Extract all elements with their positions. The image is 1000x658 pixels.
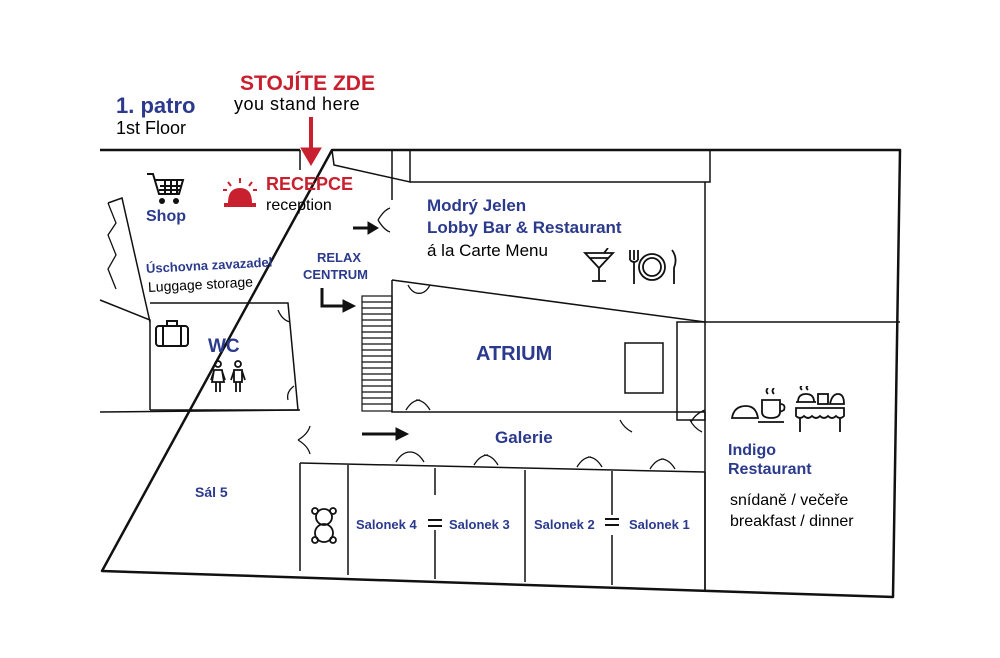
buffet-icon xyxy=(795,386,845,432)
sal5-label: Sál 5 xyxy=(195,484,228,500)
wc-label: WC xyxy=(208,336,240,357)
breakfast-icon xyxy=(730,388,786,423)
teddy-bear-icon xyxy=(311,507,337,544)
salonek2-label: Salonek 2 xyxy=(534,517,595,532)
arrow-to-galerie xyxy=(362,427,410,441)
cocktail-glass-icon xyxy=(582,248,616,282)
fork-plate-knife-icon xyxy=(629,249,677,284)
reception-bell-icon xyxy=(223,178,257,207)
toilet-people-icon xyxy=(210,360,246,392)
salonek3-label: Salonek 3 xyxy=(449,517,510,532)
relax-centrum-label-2: CENTRUM xyxy=(303,267,368,282)
bar-title: Modrý Jelen xyxy=(427,196,527,215)
you-are-here-title: STOJÍTE ZDE xyxy=(240,72,375,95)
shopping-cart-icon xyxy=(147,173,185,204)
floor-title: 1. patro xyxy=(116,93,196,118)
floor-subtitle: 1st Floor xyxy=(116,118,187,138)
salonek4-label: Salonek 4 xyxy=(356,517,417,532)
reception-subtitle: reception xyxy=(266,197,332,214)
arrow-to-relax xyxy=(320,288,357,313)
bar-menu-label: á la Carte Menu xyxy=(427,241,548,260)
salonek1-label: Salonek 1 xyxy=(629,517,690,532)
indigo-hours-cz: snídaně / večeře xyxy=(730,492,849,509)
reception-title: RECEPCE xyxy=(266,174,354,194)
indigo-subtitle: Restaurant xyxy=(728,461,812,478)
arrow-to-bar xyxy=(353,221,379,235)
you-are-here-subtitle: you stand here xyxy=(234,94,361,114)
galerie-label: Galerie xyxy=(495,428,553,447)
relax-centrum-label-1: RELAX xyxy=(317,250,362,265)
suitcase-icon xyxy=(155,320,189,347)
bar-subtitle: Lobby Bar & Restaurant xyxy=(427,218,622,237)
shop-label: Shop xyxy=(146,208,186,225)
indigo-hours-en: breakfast / dinner xyxy=(730,513,854,530)
stairs xyxy=(361,295,393,412)
atrium-label: ATRIUM xyxy=(476,343,553,365)
indigo-title: Indigo xyxy=(728,442,776,459)
you-are-here-arrow xyxy=(300,117,322,166)
